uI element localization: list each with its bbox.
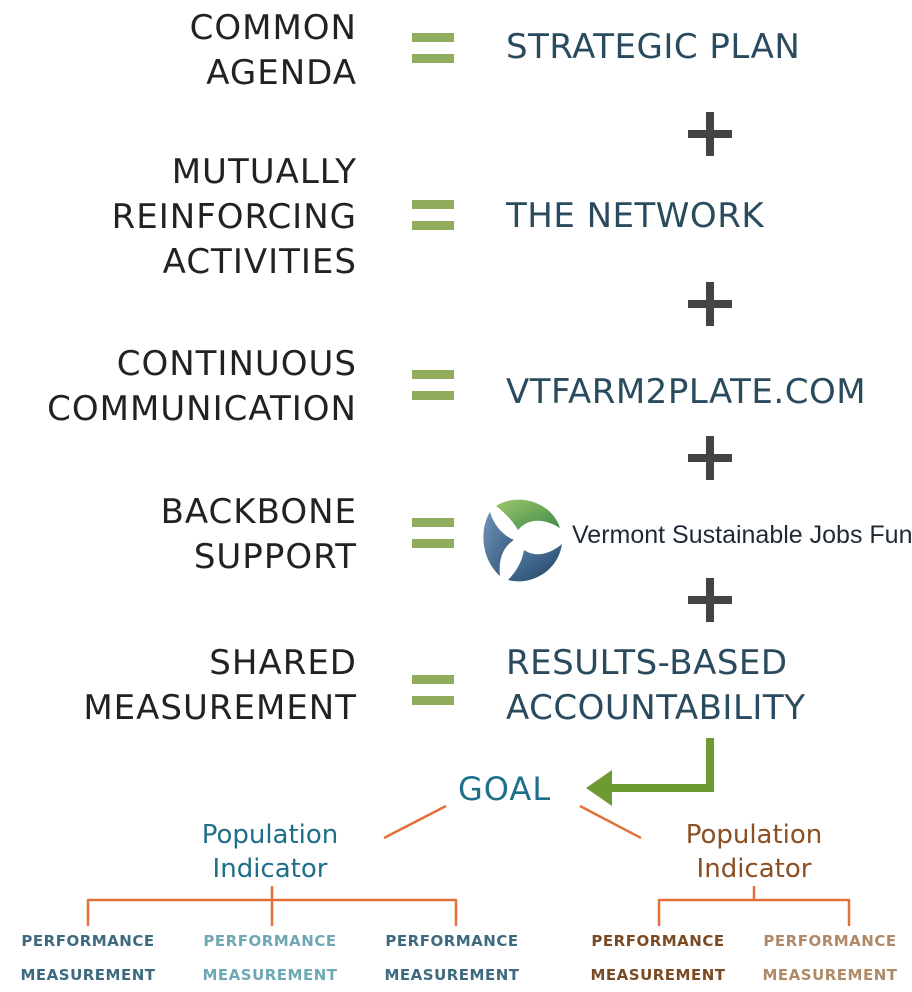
label-line: AGENDA	[206, 53, 357, 93]
pm-line: PERFORMANCE	[385, 932, 519, 950]
vsjf-logo-icon	[483, 499, 562, 582]
right-line: RESULTS-BASED	[506, 643, 788, 683]
plus-icon	[688, 282, 732, 326]
performance-measurement-5: PERFORMANCE MEASUREMENT	[750, 924, 910, 992]
goal-to-left-indicator	[383, 804, 447, 840]
equals-icon	[412, 200, 454, 234]
plus-icon	[688, 578, 732, 622]
label-mutually-reinforcing-activities: MUTUALLY REINFORCING ACTIVITIES	[112, 150, 357, 285]
population-indicator-left: Population Indicator	[170, 818, 370, 886]
pm-line: PERFORMANCE	[591, 932, 725, 950]
label-continuous-communication: CONTINUOUS COMMUNICATION	[47, 342, 357, 432]
right-line: THE NETWORK	[506, 196, 765, 236]
text-the-network: THE NETWORK	[506, 194, 764, 239]
label-line: BACKBONE	[160, 492, 357, 532]
right-line: ACCOUNTABILITY	[506, 688, 806, 728]
performance-measurement-2: PERFORMANCE MEASUREMENT	[190, 924, 350, 992]
text-strategic-plan: STRATEGIC PLAN	[506, 25, 800, 70]
performance-measurement-4: PERFORMANCE MEASUREMENT	[578, 924, 738, 992]
goal-label: GOAL	[458, 770, 552, 808]
text-results-based-accountability: RESULTS-BASED ACCOUNTABILITY	[506, 641, 805, 731]
pm-line: PERFORMANCE	[763, 932, 897, 950]
performance-measurement-3: PERFORMANCE MEASUREMENT	[372, 924, 532, 992]
label-common-agenda: COMMON AGENDA	[190, 6, 357, 96]
plus-icon	[688, 436, 732, 480]
pm-line: MEASUREMENT	[762, 966, 898, 984]
label-line: MEASUREMENT	[83, 688, 357, 728]
text-vtfarm2plate: VTFARM2PLATE.COM	[506, 370, 866, 415]
label-line: SUPPORT	[193, 537, 357, 577]
indicator-line: Indicator	[212, 854, 328, 884]
goal-arrow	[610, 738, 714, 792]
right-line: VTFARM2PLATE.COM	[506, 372, 867, 412]
pm-line: PERFORMANCE	[203, 932, 337, 950]
equals-icon	[412, 33, 454, 67]
label-line: ACTIVITIES	[162, 242, 357, 282]
pm-line: PERFORMANCE	[21, 932, 155, 950]
label-line: COMMUNICATION	[47, 389, 357, 429]
label-line: MUTUALLY	[171, 152, 357, 192]
equals-icon	[412, 518, 454, 552]
goal-arrow-head	[586, 770, 612, 806]
pm-line: MEASUREMENT	[202, 966, 338, 984]
label-backbone-support: BACKBONE SUPPORT	[161, 490, 357, 580]
indicator-line: Population	[201, 820, 339, 850]
pm-line: MEASUREMENT	[20, 966, 156, 984]
goal-to-right-indicator	[579, 804, 642, 840]
pm-line: MEASUREMENT	[384, 966, 520, 984]
performance-measurement-1: PERFORMANCE MEASUREMENT	[8, 924, 168, 992]
pm-line: MEASUREMENT	[590, 966, 726, 984]
equals-icon	[412, 370, 454, 404]
indicator-line: Indicator	[696, 854, 812, 884]
label-line: COMMON	[189, 8, 357, 48]
indicator-line: Population	[685, 820, 823, 850]
equals-icon	[412, 675, 454, 709]
label-line: SHARED	[209, 643, 357, 683]
plus-icon	[688, 112, 732, 156]
right-line: STRATEGIC PLAN	[506, 27, 801, 67]
label-shared-measurement: SHARED MEASUREMENT	[83, 641, 357, 731]
vsjf-logo-text: Vermont Sustainable Jobs Fund	[572, 521, 912, 549]
label-line: CONTINUOUS	[116, 344, 357, 384]
label-line: REINFORCING	[111, 197, 357, 237]
population-indicator-right: Population Indicator	[654, 818, 854, 886]
